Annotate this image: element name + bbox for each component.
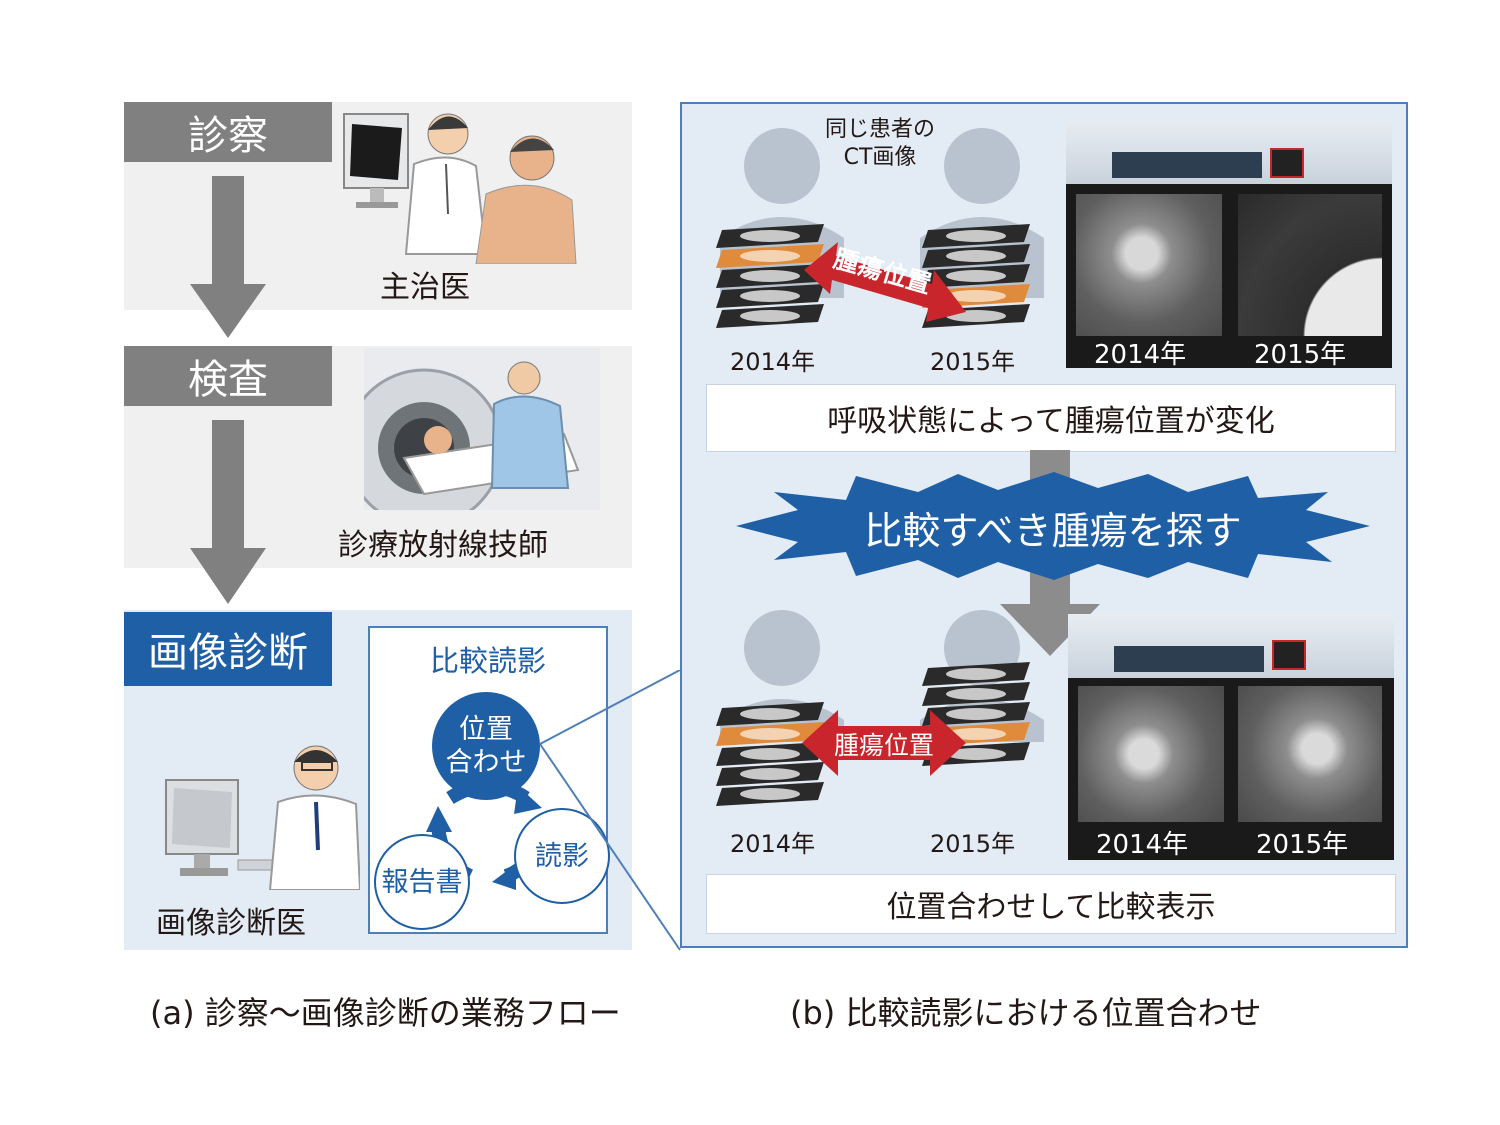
year-2015-bottom-image: 2015年	[1256, 830, 1349, 860]
ct-image-2014-top	[1076, 194, 1222, 336]
burst-banner	[736, 472, 1370, 580]
year-2015-top: 2015年	[930, 348, 1016, 376]
year-2014-top: 2014年	[730, 348, 816, 376]
step-test-label: 検査	[124, 346, 332, 406]
role-radiologist: 画像診断医	[156, 906, 306, 941]
viewer-table-top	[1112, 152, 1262, 178]
viewer-thumbnail-bottom	[1272, 640, 1306, 670]
caption-a: (a) 診察〜画像診断の業務フロー	[150, 994, 621, 1032]
cycle-align-node: 位置 合わせ	[432, 692, 540, 800]
radiologist-illustration	[165, 745, 360, 890]
burst-text: 比較すべき腫瘍を探す	[864, 509, 1242, 553]
comparative-reading-title: 比較読影	[429, 644, 546, 678]
year-2014-bottom: 2014年	[730, 830, 816, 858]
year-2014-bottom-image: 2014年	[1096, 830, 1189, 860]
ct-scanner-illustration	[364, 348, 600, 510]
caption-b: (b) 比較読影における位置合わせ	[790, 994, 1262, 1032]
breathing-change-message: 呼吸状態によって腫瘍位置が変化	[706, 384, 1396, 452]
cycle-report-node: 報告書	[374, 834, 470, 930]
step-exam-label: 診察	[124, 102, 332, 162]
ct-slice-stack-bottom-2014	[716, 702, 824, 806]
year-2015-bottom: 2015年	[930, 830, 1016, 858]
callout-lines	[540, 670, 681, 951]
tumor-position-arrow-bottom	[802, 710, 966, 776]
step-diagnosis-label: 画像診断	[124, 612, 332, 686]
ct-image-2014-bottom	[1078, 686, 1224, 822]
year-2014-top-image: 2014年	[1094, 340, 1187, 370]
doctor-patient-illustration	[343, 113, 577, 264]
role-radiologic-technologist: 診療放射線技師	[338, 528, 548, 563]
flow-arrow-1	[190, 176, 266, 338]
ct-slice-stack-top-2014	[716, 224, 824, 328]
aligned-comparison-message: 位置合わせして比較表示	[706, 874, 1396, 934]
same-patient-note: 同じ患者の CT画像	[824, 117, 935, 170]
ct-image-2015-bottom	[1238, 686, 1382, 822]
role-attending-physician: 主治医	[380, 270, 470, 305]
flow-arrow-2	[190, 420, 266, 604]
viewer-thumbnail-top	[1270, 148, 1304, 178]
ct-image-2015-top	[1238, 194, 1382, 336]
tumor-position-arrow-top	[804, 242, 966, 322]
year-2015-top-image: 2015年	[1254, 340, 1347, 370]
tumor-position-label-bottom: 腫瘍位置	[833, 731, 934, 760]
viewer-table-bottom	[1114, 646, 1264, 672]
